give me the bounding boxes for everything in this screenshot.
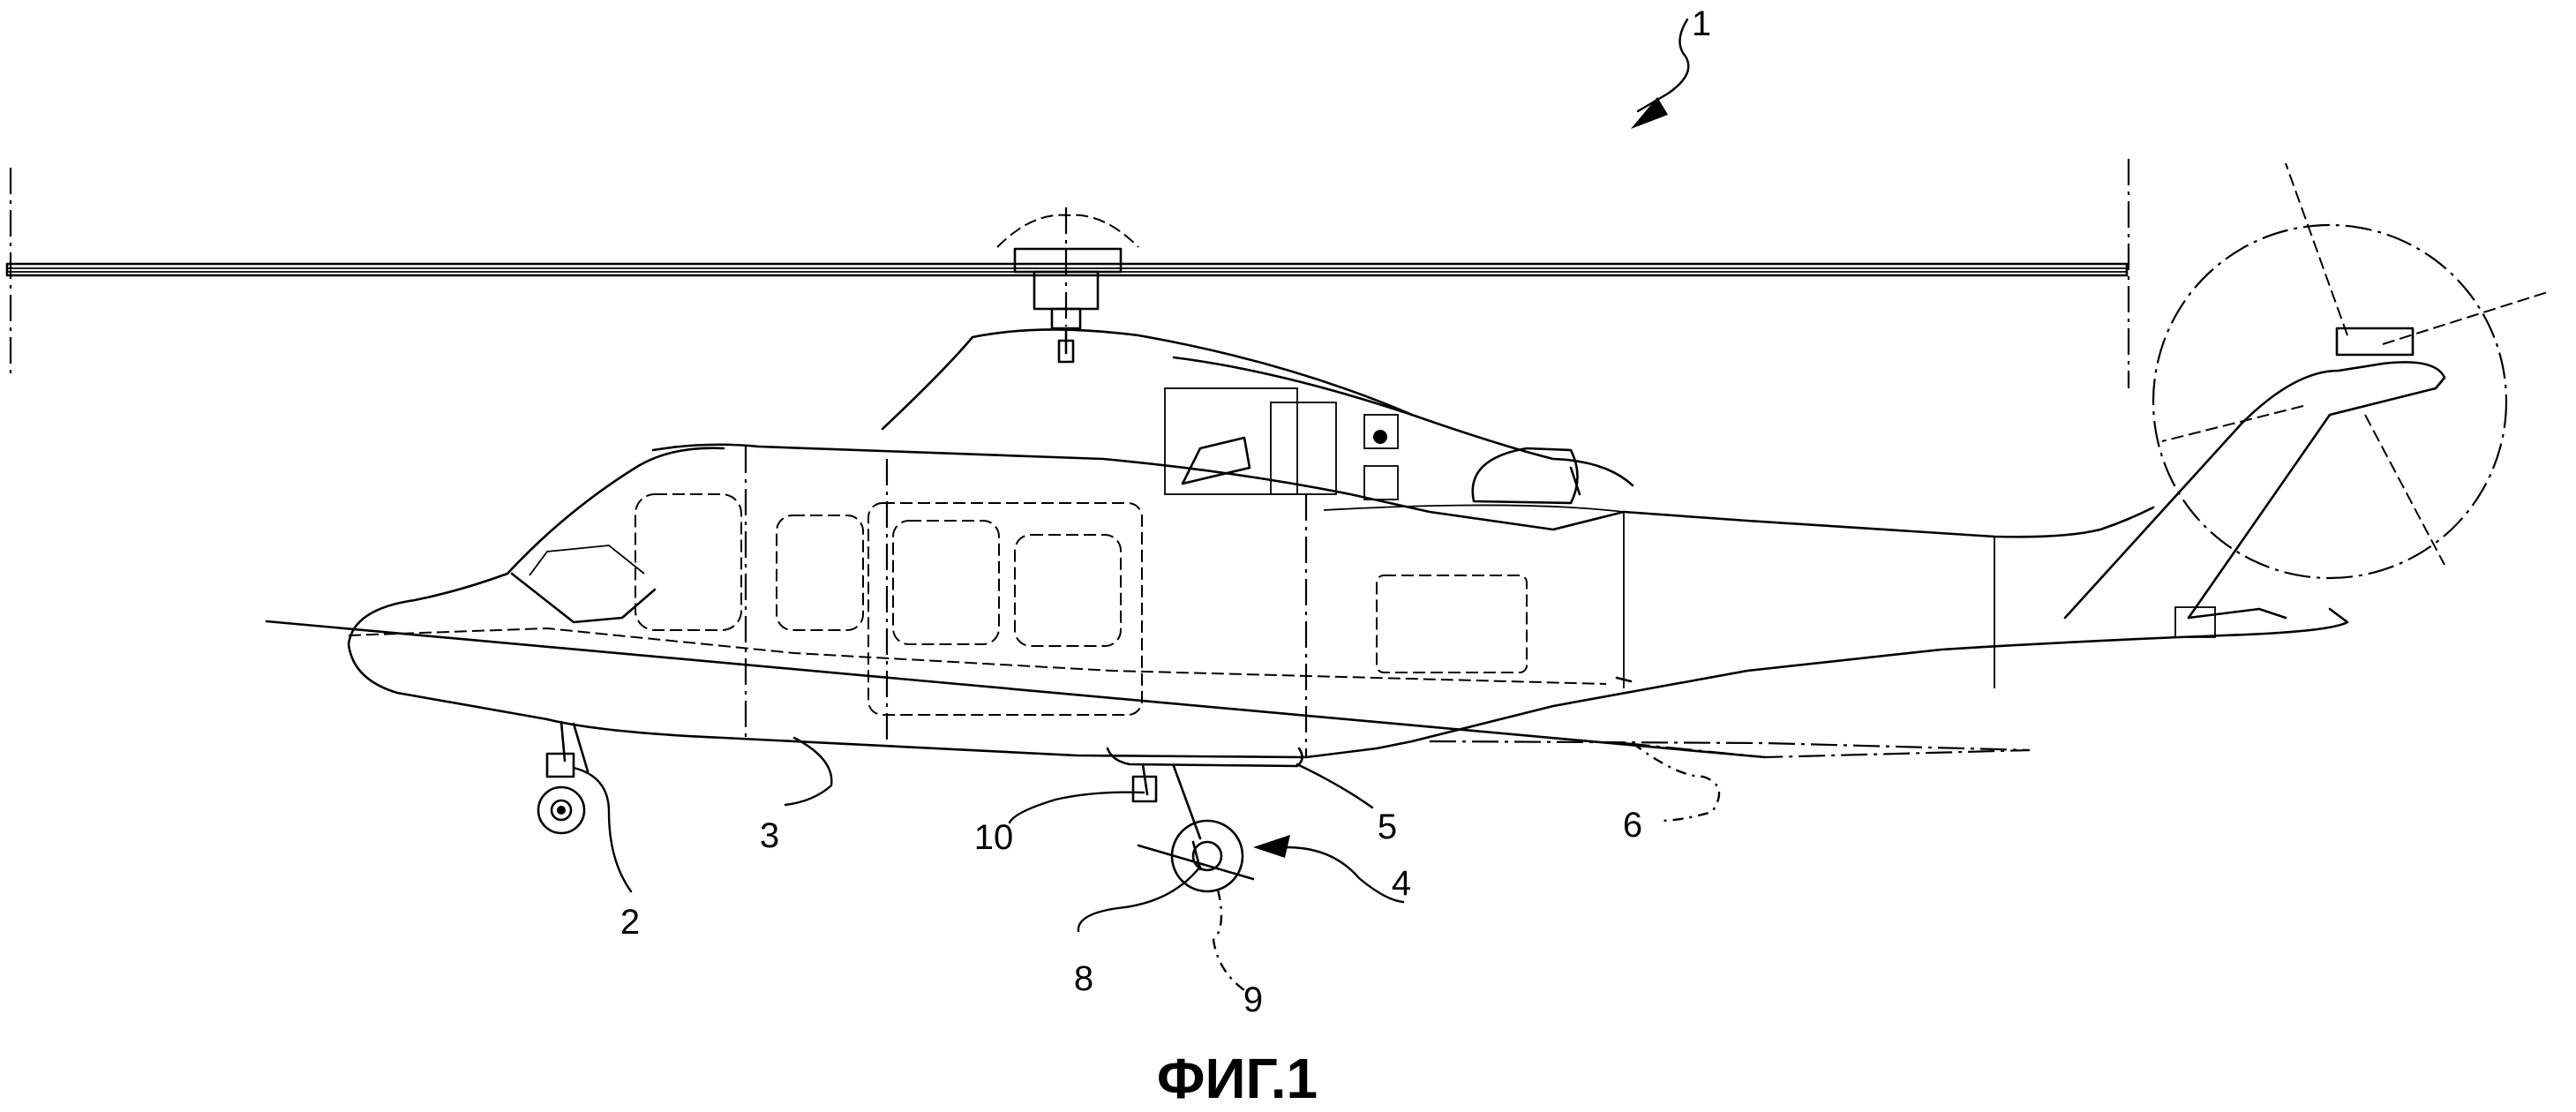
label-8: 8 [1074,959,1093,998]
reference-numerals: 1 2 3 10 5 6 4 8 9 [620,4,1711,1019]
fuselage-outline [347,162,2551,759]
leader-lines [572,18,1721,991]
cabin-windows [635,387,1581,716]
label-5: 5 [1378,808,1397,846]
label-10: 10 [974,818,1014,857]
label-9: 9 [1243,981,1263,1019]
main-rotor [5,159,2130,388]
label-4: 4 [1392,864,1411,903]
label-3: 3 [760,816,779,855]
figure-caption: ФИГ.1 [1157,1047,1318,1110]
label-2: 2 [620,903,640,942]
sponson-and-main-gear [1106,747,1303,893]
nose-landing-gear [537,720,590,835]
label-6: 6 [1623,806,1642,845]
reference-lines [265,447,2031,759]
label-1: 1 [1692,4,1711,43]
